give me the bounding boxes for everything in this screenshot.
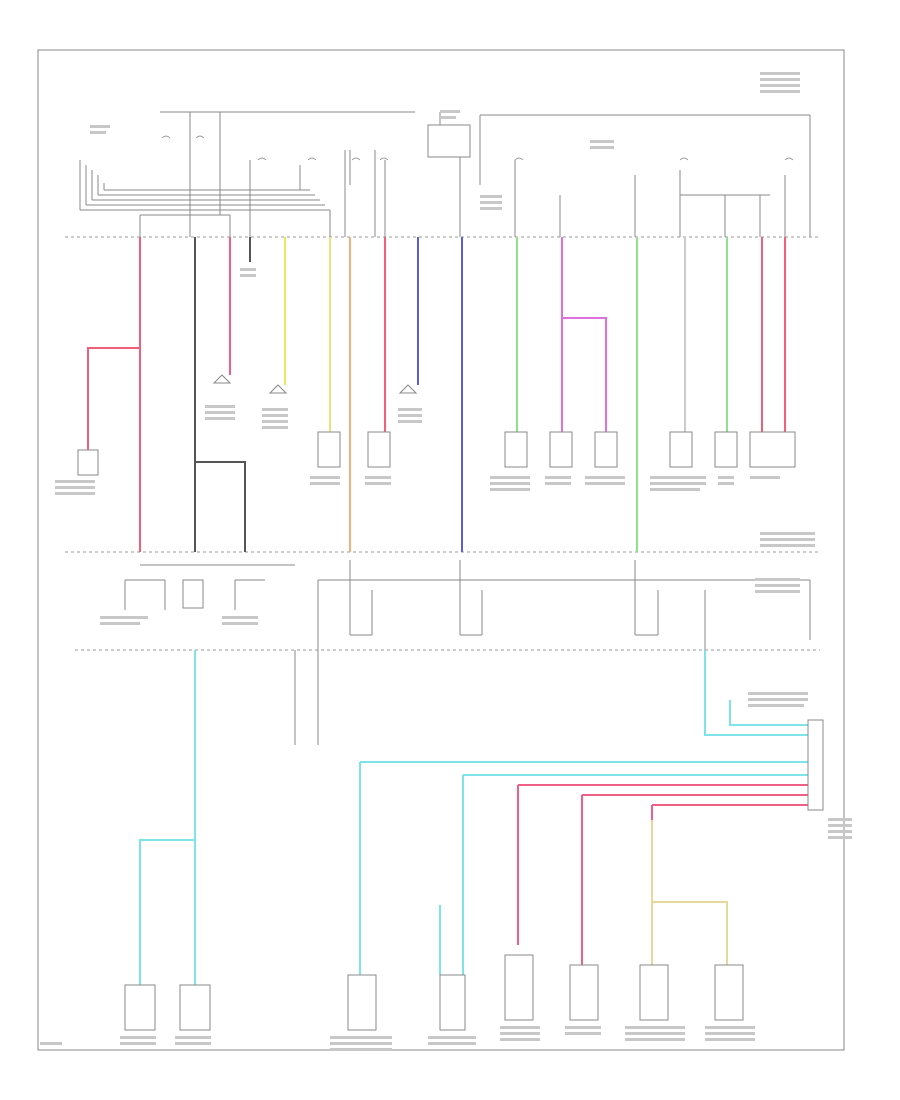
diagram-frame (37, 49, 845, 1051)
wire-pink-feed (517, 784, 808, 965)
fuse-symbols-top (161, 135, 794, 161)
wire-layer (87, 237, 808, 985)
wire-magenta (561, 237, 607, 432)
label-marks (40, 72, 852, 1051)
under-hood-fuse-box-wiring (79, 111, 811, 237)
wire-red (761, 237, 786, 432)
under-dash-fuse-box-wiring (124, 560, 811, 745)
wire-black (194, 237, 246, 552)
wire-red (87, 237, 141, 552)
wire-tan (651, 820, 728, 965)
component-boxes (77, 374, 824, 1031)
wire-cyan (139, 650, 808, 985)
harness-boundary-lines (65, 236, 820, 651)
